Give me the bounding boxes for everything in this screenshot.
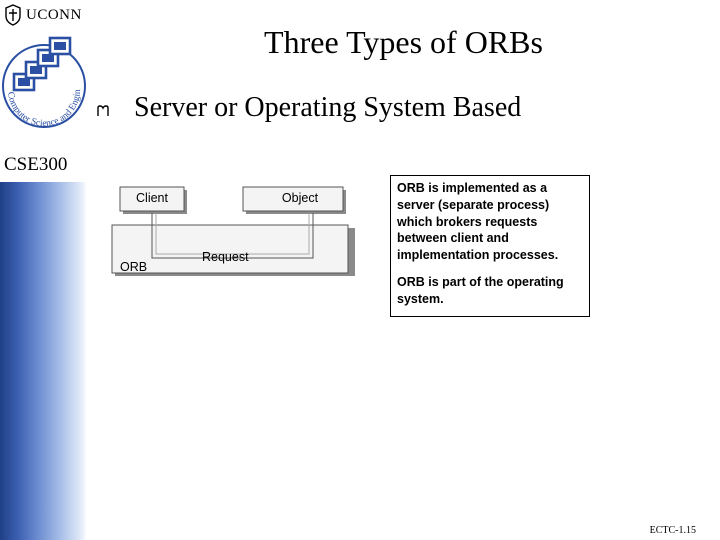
description-paragraph-2: ORB is part of the operating system.	[397, 274, 564, 306]
object-box	[242, 186, 344, 212]
university-logo: UCONN	[4, 2, 82, 28]
slide-title: Three Types of ORBs	[264, 24, 543, 60]
university-name: UCONN	[26, 6, 82, 23]
object-label: Object	[282, 191, 319, 205]
orb-diagram: Client Object ORB Request	[111, 186, 355, 276]
course-code: CSE300	[4, 154, 68, 175]
department-logo: Computer Science and Engineering	[0, 28, 86, 129]
description-paragraph-1: ORB is implemented as a server (separate…	[397, 181, 559, 263]
orb-label: ORB	[120, 260, 147, 274]
sidebar: UCONN Computer Science and Engineering C…	[0, 0, 87, 540]
sidebar-gradient-stripe	[0, 182, 87, 540]
description-box: ORB is implemented as a server (separate…	[390, 175, 590, 317]
bullet-text: Server or Operating System Based	[134, 92, 522, 123]
client-label: Client	[136, 191, 168, 205]
bullet-marker-icon	[96, 104, 110, 123]
university-seal-icon	[5, 4, 21, 26]
footer-slide-code: ECTC-1.15	[649, 525, 696, 536]
request-label: Request	[202, 250, 249, 264]
client-box	[119, 186, 185, 212]
